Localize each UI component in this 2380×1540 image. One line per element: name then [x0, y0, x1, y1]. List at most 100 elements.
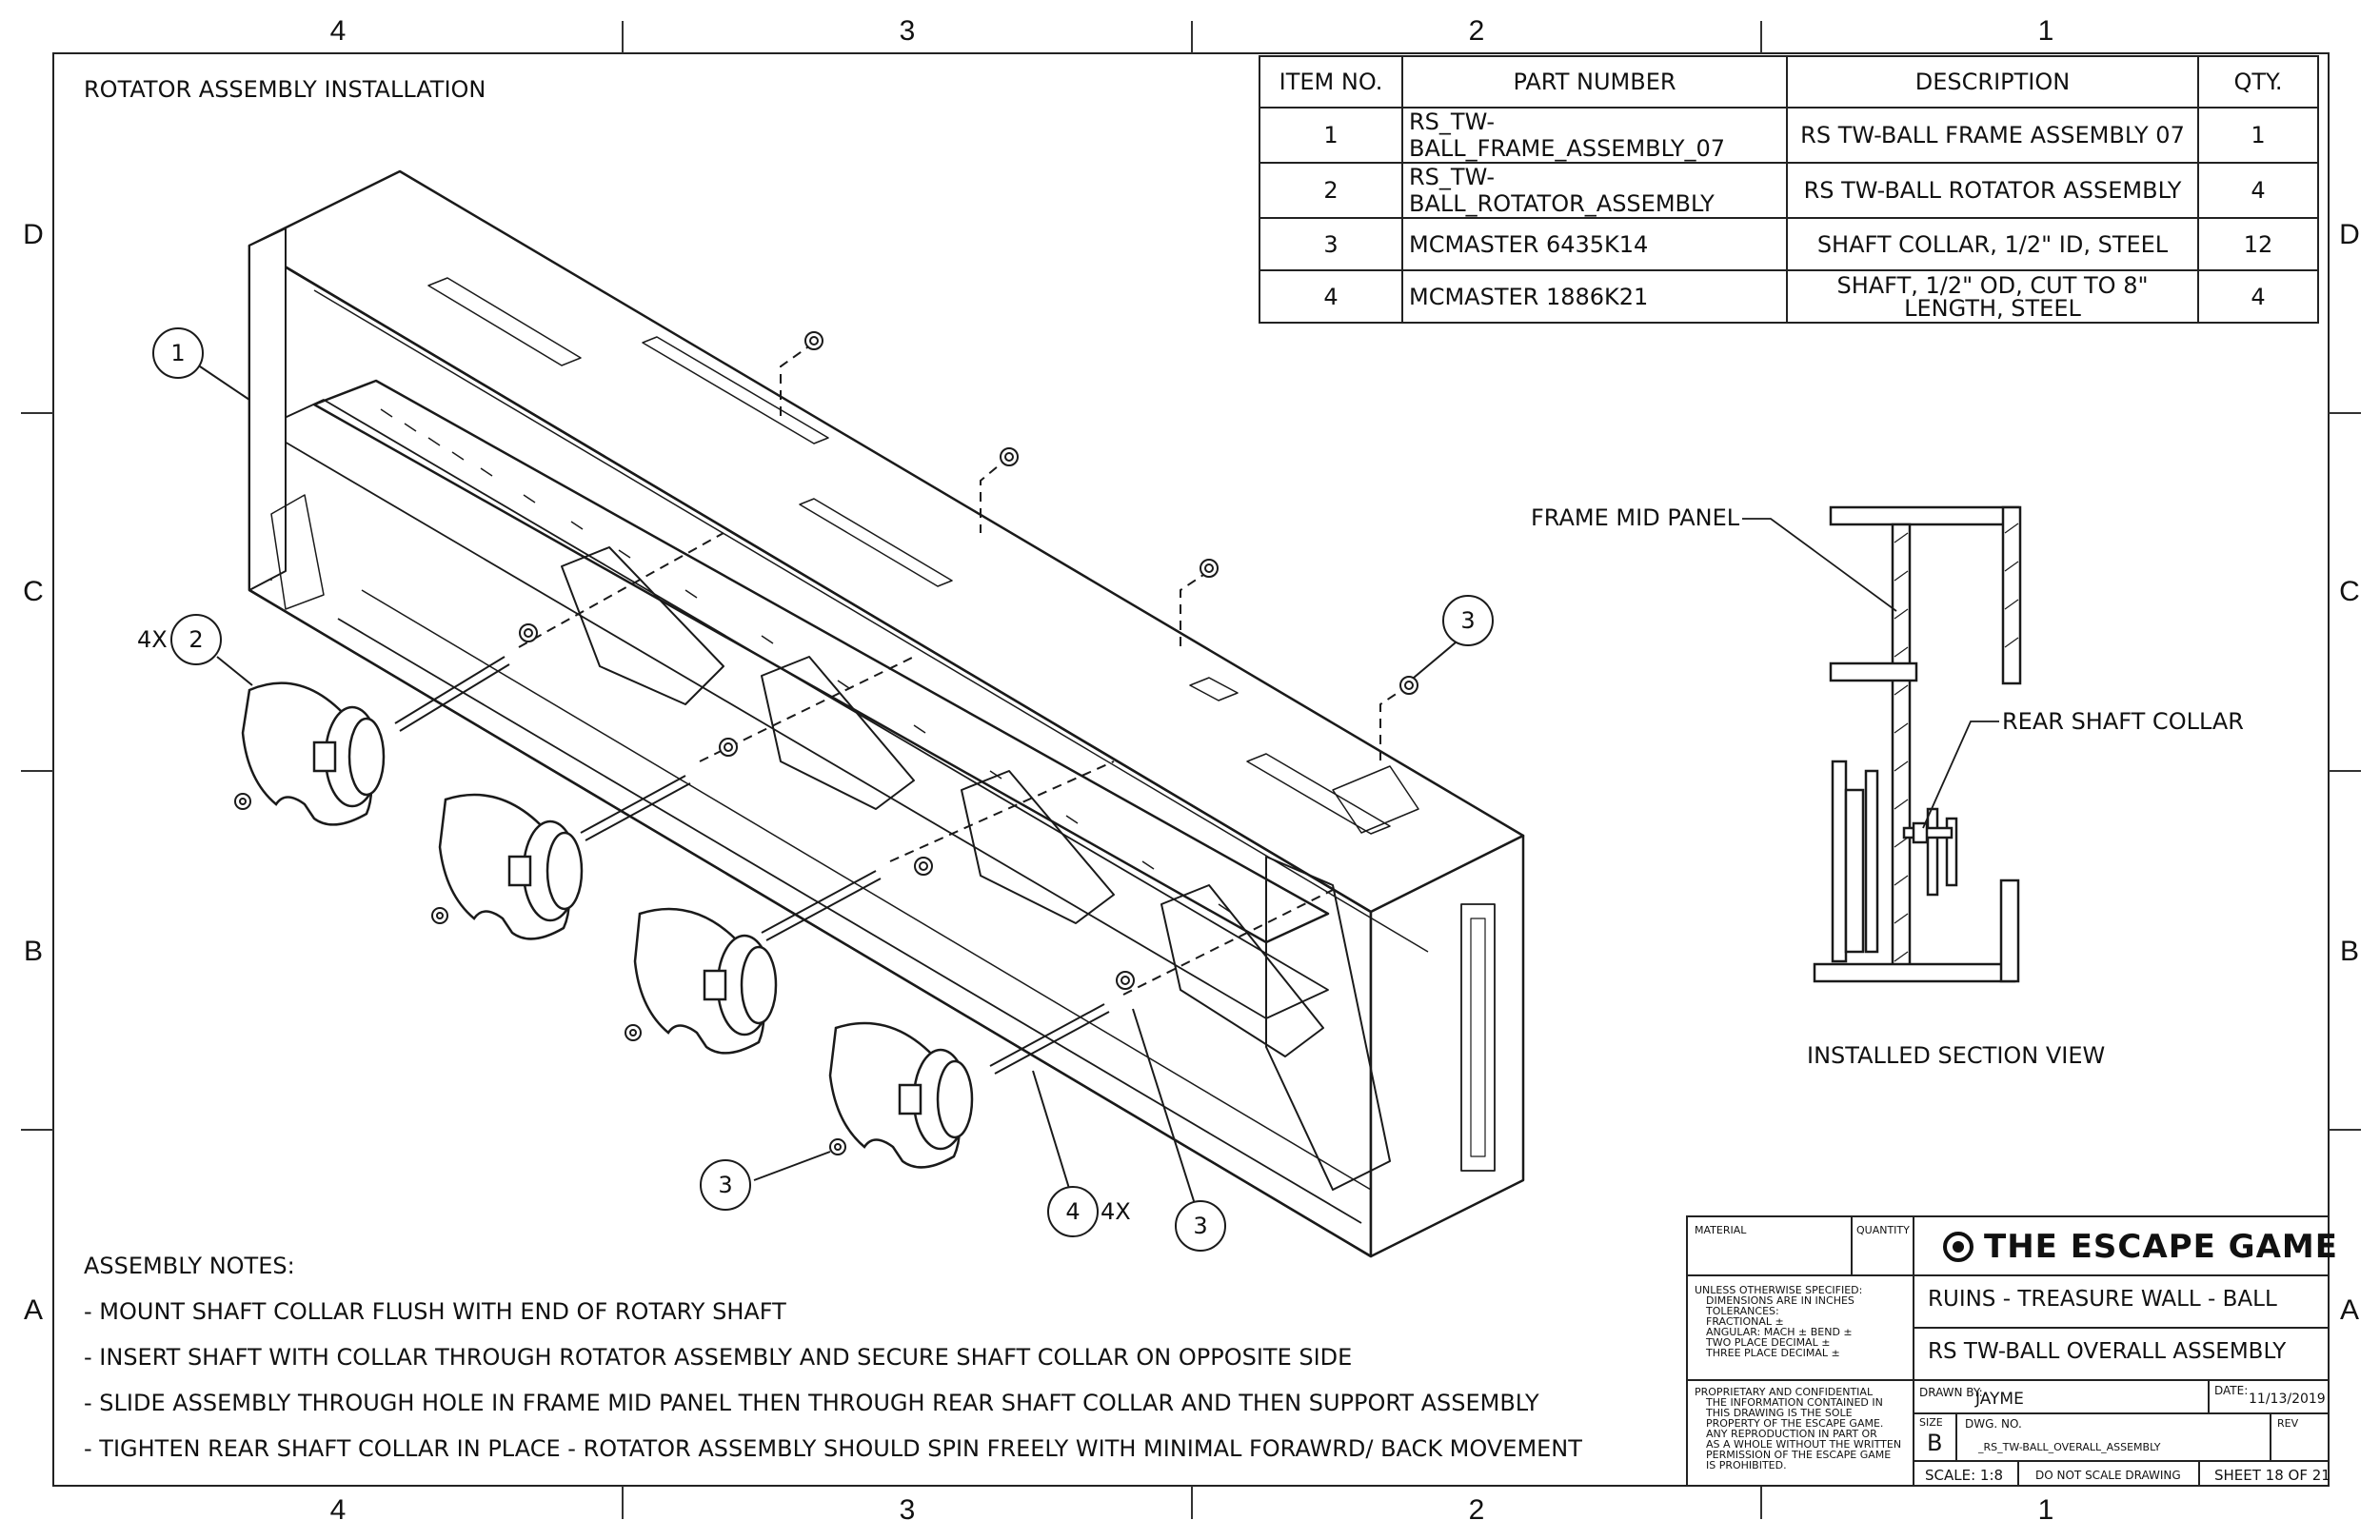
bom-row: 2 RS_TW-BALL_ROTATOR_ASSEMBLY RS TW-BALL…	[1259, 162, 2319, 219]
bom-item: 4	[1259, 269, 1403, 324]
drawing-title: ROTATOR ASSEMBLY INSTALLATION	[84, 76, 486, 103]
bom-part: MCMASTER 6435K14	[1401, 217, 1788, 271]
balloon-4: 4	[1065, 1198, 1081, 1225]
tb-proprietary-line: IS PROHIBITED.	[1706, 1459, 1787, 1471]
label-rear-shaft-collar: REAR SHAFT COLLAR	[2002, 708, 2244, 735]
shaft-collars	[234, 331, 1418, 1155]
tb-tolerance-line: FRACTIONAL ±	[1706, 1315, 1784, 1328]
zone-col-4-bottom: 4	[329, 1494, 347, 1526]
tb-sheet: SHEET 18 OF 21	[2214, 1467, 2330, 1484]
tb-proprietary-line: PROPERTY OF THE ESCAPE GAME.	[1706, 1417, 1884, 1430]
tb-tolerance-line: UNLESS OTHERWISE SPECIFIED:	[1695, 1284, 1863, 1296]
note-item: - MOUNT SHAFT COLLAR FLUSH WITH END OF R…	[84, 1298, 786, 1325]
bom-row: 3 MCMASTER 6435K14 SHAFT COLLAR, 1/2" ID…	[1259, 217, 2319, 271]
tb-proprietary-line: AS A WHOLE WITHOUT THE WRITTEN	[1706, 1438, 1902, 1451]
tb-material-label: MATERIAL	[1695, 1224, 1747, 1236]
zone-col-1-top: 1	[2037, 15, 2054, 47]
zone-row-a-left: A	[23, 1294, 43, 1326]
tb-date-label: DATE:	[2214, 1384, 2249, 1397]
bom-desc: SHAFT COLLAR, 1/2" ID, STEEL	[1786, 217, 2199, 271]
zone-col-2-top: 2	[1468, 15, 1485, 47]
zone-row-b-left: B	[23, 936, 43, 967]
tb-date: 11/13/2019	[2249, 1392, 2326, 1407]
zone-col-3-top: 3	[899, 15, 916, 47]
bom-header-row: ITEM NO. PART NUMBER DESCRIPTION QTY.	[1259, 55, 2319, 109]
tb-proprietary-line: ANY REPRODUCTION IN PART OR	[1706, 1428, 1877, 1440]
bom-header-item: ITEM NO.	[1259, 55, 1403, 109]
bom-desc: RS TW-BALL FRAME ASSEMBLY 07	[1786, 107, 2199, 164]
tb-drawn-by: JAYME	[1975, 1390, 2024, 1409]
zone-row-c-left: C	[23, 576, 44, 607]
balloon-4-qty: 4X	[1101, 1198, 1131, 1225]
frame-mid-shelf	[312, 379, 1330, 944]
bom-desc: RS TW-BALL ROTATOR ASSEMBLY	[1786, 162, 2199, 219]
tb-size-label: SIZE	[1919, 1416, 1943, 1429]
balloon-2-qty: 4X	[137, 626, 168, 653]
tb-proprietary-line: THE INFORMATION CONTAINED IN	[1706, 1396, 1883, 1409]
tb-tolerance-line: DIMENSIONS ARE IN INCHES	[1706, 1294, 1854, 1307]
balloon-2: 2	[188, 626, 204, 653]
tb-scale: SCALE: 1:8	[1925, 1467, 2004, 1484]
tb-proprietary-line: PROPRIETARY AND CONFIDENTIAL	[1695, 1386, 1874, 1398]
bom-item: 2	[1259, 162, 1403, 219]
tb-tolerances: UNLESS OTHERWISE SPECIFIED: DIMENSIONS A…	[1695, 1285, 1909, 1358]
tb-drawing-title: RS TW-BALL OVERALL ASSEMBLY	[1928, 1339, 2287, 1364]
bom-qty: 4	[2197, 269, 2319, 324]
bom-header-desc: DESCRIPTION	[1786, 55, 2199, 109]
rotator-assembly	[633, 907, 778, 1055]
tb-project: RUINS - TREASURE WALL - BALL	[1928, 1287, 2277, 1312]
bom-part: MCMASTER 1886K21	[1401, 269, 1788, 324]
balloon-3-mid: 3	[1193, 1213, 1208, 1239]
bom-header-part: PART NUMBER	[1401, 55, 1788, 109]
note-item: - INSERT SHAFT WITH COLLAR THROUGH ROTAT…	[84, 1344, 1353, 1371]
zone-col-2-bottom: 2	[1468, 1494, 1485, 1526]
balloon-3-left: 3	[718, 1172, 733, 1198]
frame-mid-panel	[261, 399, 1329, 1019]
zone-col-3-bottom: 3	[899, 1494, 916, 1526]
tb-do-not-scale: DO NOT SCALE DRAWING	[2035, 1469, 2181, 1482]
bom-qty: 4	[2197, 162, 2319, 219]
bom-item: 1	[1259, 107, 1403, 164]
zone-row-b-right: B	[2339, 936, 2359, 967]
bill-of-materials: ITEM NO. PART NUMBER DESCRIPTION QTY. 1 …	[1259, 55, 2319, 324]
bom-row: 4 MCMASTER 1886K21 SHAFT, 1/2" OD, CUT T…	[1259, 269, 2319, 324]
tb-quantity-label: QUANTITY	[1856, 1224, 1910, 1236]
note-item: - SLIDE ASSEMBLY THROUGH HOLE IN FRAME M…	[84, 1390, 1539, 1416]
tb-dwg-no-label: DWG. NO.	[1965, 1417, 2022, 1431]
zone-col-4-top: 4	[329, 15, 347, 47]
tb-tolerance-line: TOLERANCES:	[1706, 1305, 1779, 1317]
zone-row-d-right: D	[2339, 219, 2360, 250]
rotator-assembly	[828, 1021, 974, 1169]
tb-size: B	[1927, 1430, 1943, 1456]
tb-rev-label: REV	[2277, 1417, 2299, 1430]
label-frame-mid-panel: FRAME MID PANEL	[1531, 504, 1740, 531]
bom-item: 3	[1259, 217, 1403, 271]
bom-part: RS_TW-BALL_ROTATOR_ASSEMBLY	[1401, 162, 1788, 219]
note-item: - TIGHTEN REAR SHAFT COLLAR IN PLACE - R…	[84, 1435, 1582, 1462]
bom-qty: 1	[2197, 107, 2319, 164]
tb-company-logo: THE ESCAPE GAME	[1942, 1228, 2338, 1266]
rotator-assembly	[438, 793, 584, 940]
zone-row-c-right: C	[2339, 576, 2360, 607]
section-view-caption: INSTALLED SECTION VIEW	[1807, 1042, 2106, 1069]
tb-tolerance-line: THREE PLACE DECIMAL ±	[1706, 1347, 1840, 1359]
bom-qty: 12	[2197, 217, 2319, 271]
rotator-assembly	[241, 681, 386, 826]
escape-game-logo-icon	[1943, 1232, 1973, 1262]
bom-desc: SHAFT, 1/2" OD, CUT TO 8" LENGTH, STEEL	[1786, 269, 2199, 324]
tb-drawn-by-label: DRAWN BY:	[1919, 1386, 1983, 1399]
balloon-3-right: 3	[1460, 607, 1476, 634]
tb-proprietary-line: PERMISSION OF THE ESCAPE GAME	[1706, 1449, 1892, 1461]
zone-row-d-left: D	[23, 219, 44, 250]
tb-dwg-no: _RS_TW-BALL_OVERALL_ASSEMBLY	[1978, 1441, 2161, 1453]
tb-proprietary-line: THIS DRAWING IS THE SOLE	[1706, 1407, 1853, 1419]
notes-heading: ASSEMBLY NOTES:	[84, 1253, 295, 1279]
bom-part: RS_TW-BALL_FRAME_ASSEMBLY_07	[1401, 107, 1788, 164]
bom-header-qty: QTY.	[2197, 55, 2319, 109]
balloon-1: 1	[170, 340, 186, 366]
tb-company: THE ESCAPE GAME	[1984, 1228, 2338, 1266]
